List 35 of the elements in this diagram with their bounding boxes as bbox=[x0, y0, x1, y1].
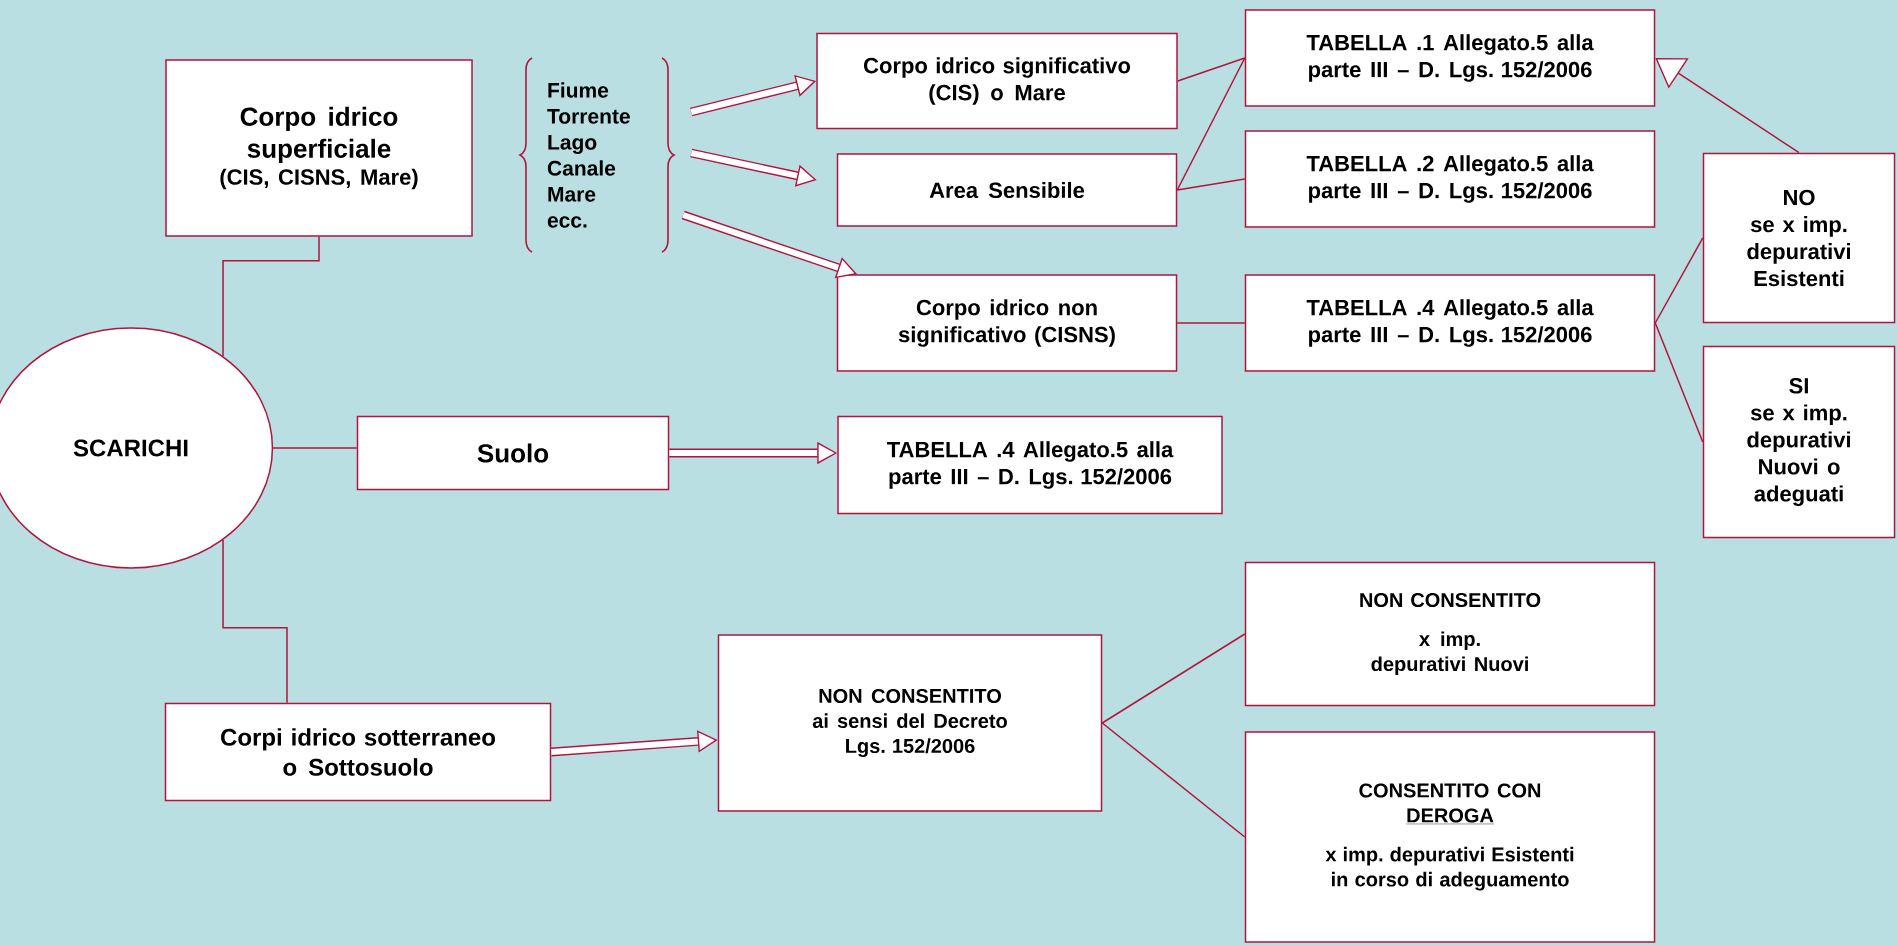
process-box: Suolo bbox=[356, 415, 670, 491]
node-label: Torrente bbox=[547, 109, 630, 124]
process-box: TABELLA .4 Allegato.5 alla parte III – D. Lgs. 152/2006 bbox=[837, 415, 1223, 515]
connector-line bbox=[1176, 178, 1246, 191]
process-box: NON CONSENTITO ai sensi del Decreto Lgs. 152/2006 bbox=[717, 634, 1103, 812]
connector-line bbox=[272, 447, 358, 449]
process-box: TABELLA .2 Allegato.5 alla parte III – D. Lgs. 152/2006 bbox=[1244, 130, 1656, 228]
connector-line bbox=[1101, 722, 1246, 838]
connector-line bbox=[222, 539, 288, 704]
node-label: Canale bbox=[547, 160, 616, 176]
node-label: Lago bbox=[548, 135, 597, 154]
process-box: Corpo idrico superficiale (CIS, CISNS, Mare) bbox=[165, 59, 473, 237]
connector-line bbox=[1176, 57, 1246, 191]
connector-line bbox=[1654, 237, 1704, 324]
process-box: Corpi idrico sotterraneo o Sottosuolo bbox=[164, 702, 552, 802]
arrow bbox=[1655, 58, 1800, 154]
process-box: TABELLA .1 Allegato.5 alla parte III – D. Lgs. 152/2006 bbox=[1244, 9, 1656, 107]
process-box: Corpo idrico significativo (CIS) o Mare bbox=[816, 32, 1178, 130]
connector-line bbox=[222, 236, 320, 357]
node-label: Mare bbox=[548, 187, 596, 202]
block-arrow bbox=[690, 148, 817, 187]
connector-line bbox=[1101, 633, 1246, 724]
connector-line bbox=[1176, 322, 1246, 324]
process-box: Corpo idrico non significativo (CISNS) bbox=[836, 274, 1178, 372]
node-label: ecc. bbox=[547, 216, 587, 228]
process-box: SI se x imp. depurativi Nuovi o adeguati bbox=[1702, 345, 1896, 539]
process-box: TABELLA .4 Allegato.5 alla parte III – D. Lgs. 152/2006 bbox=[1244, 274, 1656, 372]
process-box: CONSENTITO CON DEROGA x imp. depurativi Esistenti in corso di adeguamento bbox=[1244, 731, 1656, 943]
process-box: Area Sensibile bbox=[836, 153, 1178, 227]
connector-line bbox=[1654, 322, 1704, 443]
connector-line bbox=[1177, 57, 1246, 82]
process-box: NO se x imp. depurativi Esistenti bbox=[1702, 152, 1896, 324]
list-text: Fiume Torrente Lago Canale Mare ecc. bbox=[547, 82, 630, 228]
process-box: NON CONSENTITO x imp. depurativi Nuovi bbox=[1244, 561, 1656, 707]
node-label: Fiume bbox=[548, 82, 609, 98]
